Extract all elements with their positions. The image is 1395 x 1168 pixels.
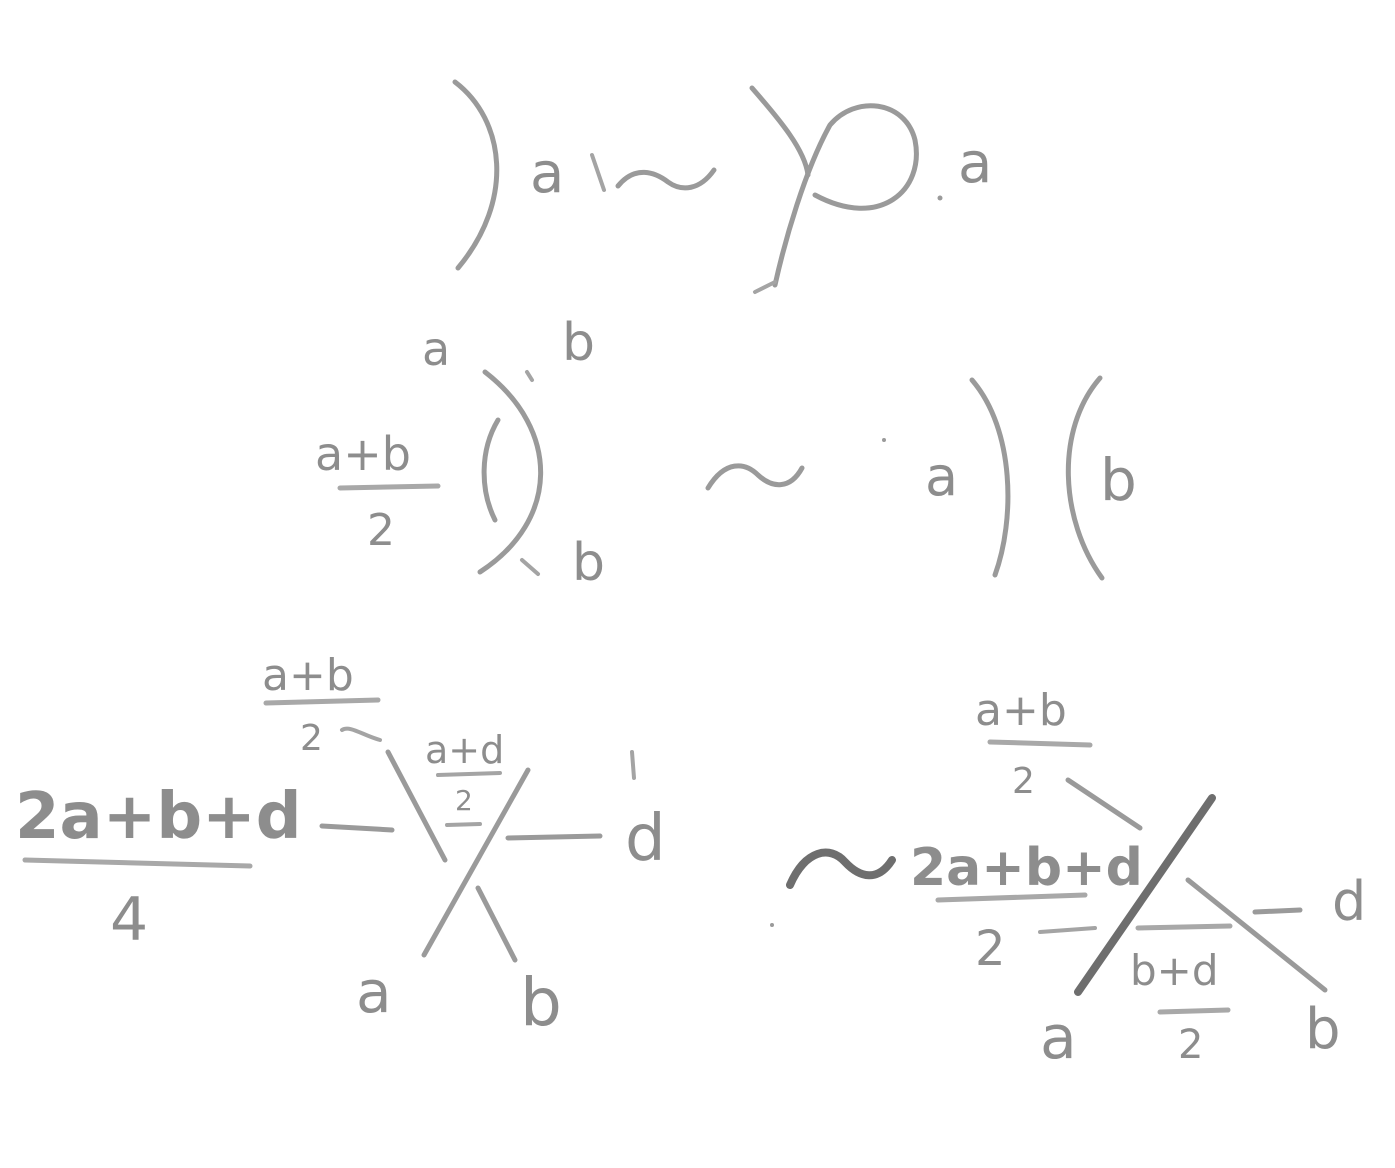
move1-right-label: a bbox=[958, 131, 992, 196]
move2-avg-den: 2 bbox=[367, 505, 395, 556]
move2-avg-num: a+b bbox=[315, 427, 411, 481]
move3-strand-b bbox=[475, 885, 518, 963]
move2: a b a+b 2 b a b bbox=[315, 313, 1137, 593]
move3-right-arm bbox=[505, 833, 603, 841]
move3-r-left-den: 2 bbox=[975, 921, 1006, 977]
move1-tick bbox=[590, 153, 606, 192]
move3-inner-den: 2 bbox=[455, 784, 473, 817]
move3-r-strand-b bbox=[1185, 877, 1328, 993]
move3-r-left-num: 2a+b+d bbox=[910, 838, 1143, 898]
move3-top-num: a+b bbox=[262, 650, 354, 701]
move2-avg-bar bbox=[337, 483, 441, 491]
move3-left-bar bbox=[22, 857, 253, 869]
move3-bottom-a: a bbox=[356, 958, 392, 1026]
move3-top-bar bbox=[263, 697, 381, 706]
move3-r-strand-ab bbox=[1065, 777, 1143, 831]
move3-r-right-label: d bbox=[1332, 870, 1366, 933]
move3-r-left-arm bbox=[1038, 926, 1097, 934]
move3-r-inner-num: b+d bbox=[1130, 946, 1219, 995]
move3-d-tick bbox=[630, 750, 636, 780]
move3-bottom-b: b bbox=[520, 964, 562, 1041]
move1-loop-tail bbox=[753, 280, 777, 294]
move3-inner-num: a+d bbox=[425, 728, 504, 772]
move3-dot bbox=[770, 923, 774, 927]
move3-strand-ab bbox=[385, 749, 448, 863]
move3-r-top-den: 2 bbox=[1012, 761, 1035, 802]
move1-left-label: a bbox=[530, 141, 564, 206]
move2-right-a: a bbox=[925, 445, 958, 508]
move3-r-inner-den: 2 bbox=[1178, 1022, 1203, 1068]
move2-top-right: b bbox=[562, 313, 595, 373]
move3-strand-over bbox=[421, 767, 531, 958]
move3-inner-underline bbox=[445, 822, 482, 827]
move3-r-left-bar bbox=[935, 892, 1088, 903]
move3-top-smudge bbox=[340, 726, 382, 742]
move3-r-strand-over bbox=[1074, 794, 1216, 996]
move3-top-den: 2 bbox=[300, 718, 323, 759]
move3-r-inner-top-bar bbox=[1135, 923, 1233, 931]
move1-tilde bbox=[615, 167, 717, 191]
move2-right-strand-left bbox=[969, 377, 1011, 578]
move3-r-bottom-a: a bbox=[1040, 1003, 1077, 1073]
move2-bottom-right: b bbox=[572, 533, 605, 593]
move3-r-top-bar bbox=[987, 739, 1093, 748]
move3-r-top-num: a+b bbox=[975, 685, 1067, 736]
move1-left-strand bbox=[452, 79, 500, 271]
move3-r-inner-bar bbox=[1157, 1007, 1231, 1015]
move3-right-label: d bbox=[625, 802, 666, 876]
move1-loop-strand bbox=[749, 85, 811, 178]
move2-tilde bbox=[705, 463, 805, 491]
move1-dot bbox=[937, 195, 943, 201]
move3-left-den: 4 bbox=[110, 885, 148, 955]
move2-tick-top bbox=[525, 370, 534, 382]
move2-dot bbox=[882, 438, 886, 442]
move3-left-num: 2a+b+d bbox=[15, 780, 302, 854]
move3-right: a+b 2 2a+b+d 2 d b+d 2 a b bbox=[770, 685, 1366, 1073]
move3-inner-bar bbox=[436, 771, 502, 777]
move1-loop bbox=[772, 103, 919, 288]
move2-right-b: b bbox=[1100, 446, 1137, 514]
move3-left: a+b 2 a+d 2 2a+b+d 4 d a b bbox=[15, 650, 666, 1041]
move2-outer-strand bbox=[477, 369, 544, 575]
move2-top-left: a bbox=[422, 322, 450, 376]
move2-tick-bottom bbox=[520, 558, 540, 576]
move3-left-arm bbox=[319, 823, 395, 833]
move2-inner-strand bbox=[481, 417, 501, 523]
move3-tilde bbox=[786, 848, 896, 889]
move3-r-bottom-b: b bbox=[1305, 997, 1341, 1062]
move1: a a bbox=[452, 79, 992, 294]
move2-right-strand-right bbox=[1065, 375, 1105, 581]
move3-r-right-arm bbox=[1252, 907, 1303, 915]
